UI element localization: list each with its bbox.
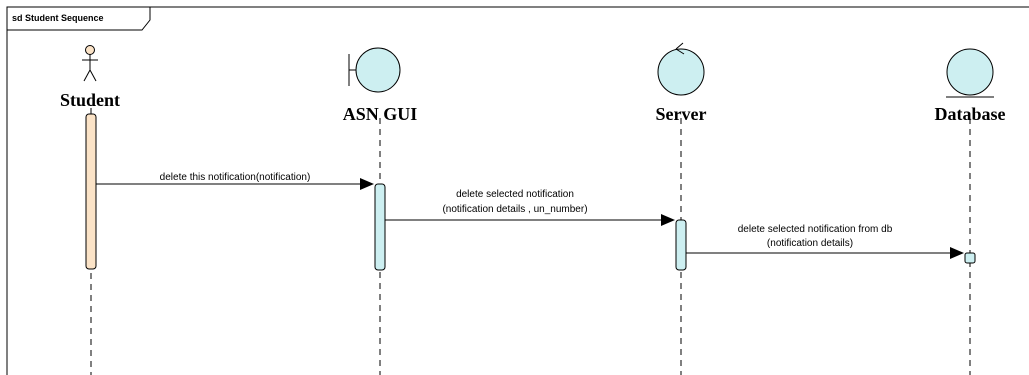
activation-server [675,219,687,271]
participant-name-database: Database [935,104,1006,124]
actor-icon [82,45,98,82]
activation-asn-gui [374,183,386,271]
entity-icon [946,48,994,98]
frame-title: sd Student Sequence [12,13,104,23]
message-3-label-line-1: delete selected notification from db [738,224,893,235]
message-2-label-line-1: delete selected notification [456,189,574,200]
participant-asn-gui: ASN GUI [343,47,418,124]
activation-database [964,252,976,264]
message-3-arrowhead [950,247,964,259]
message-3-label-line-2: (notification details) [767,238,853,249]
message-1: delete this notification(notification) [96,172,374,190]
message-2-label-line-2: (notification details , un_number) [442,204,587,215]
participant-name-student: Student [60,90,120,110]
participant-student: Student [60,45,120,110]
boundary-icon [348,47,401,93]
message-3: delete selected notification from db (no… [686,224,964,259]
participant-server: Server [656,42,707,124]
frame: sd Student Sequence [6,6,1029,375]
control-icon [657,42,705,96]
message-1-arrowhead [360,178,374,190]
frame-tab [6,6,151,31]
participant-name-server: Server [656,104,707,124]
message-1-label: delete this notification(notification) [160,172,311,183]
message-2: delete selected notification (notificati… [385,189,675,226]
participant-name-asn-gui: ASN GUI [343,104,418,124]
message-2-arrowhead [661,214,675,226]
participant-database: Database [935,48,1006,124]
activation-student [85,113,97,270]
